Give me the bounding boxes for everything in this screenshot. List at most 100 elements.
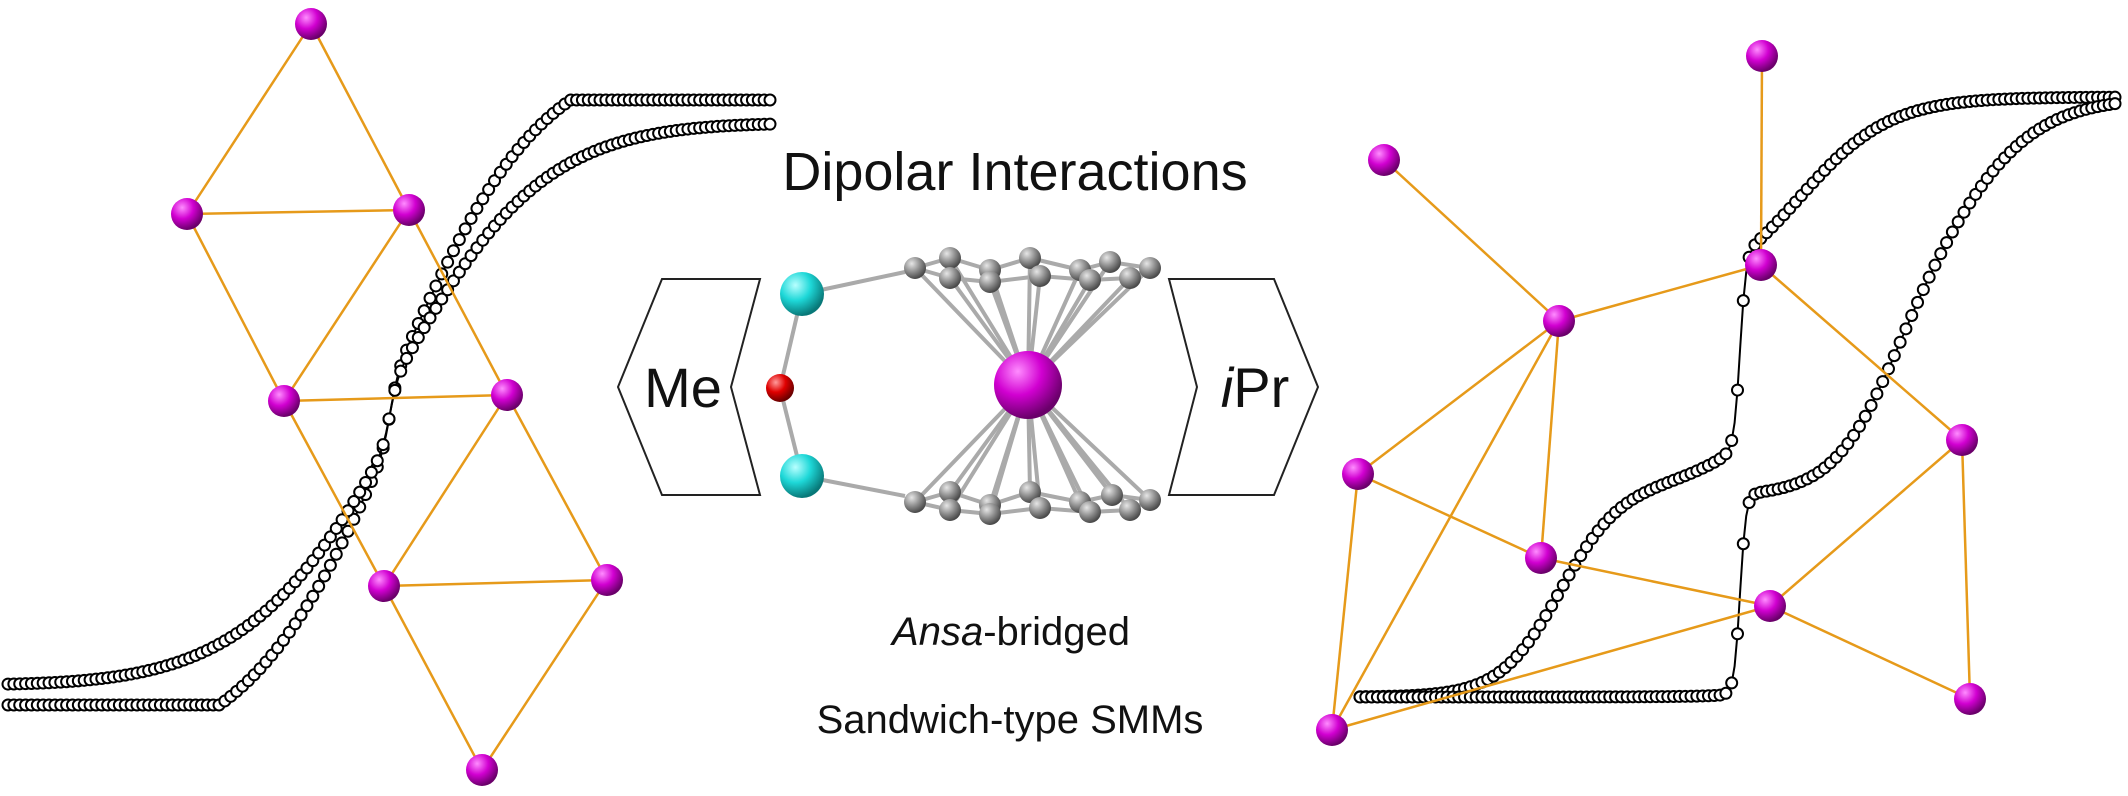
right-dy-atom xyxy=(1543,305,1575,337)
right-dy-atom xyxy=(1954,683,1986,715)
carbon-atom xyxy=(939,267,961,289)
left-bond xyxy=(185,213,286,402)
right-bond xyxy=(1331,604,1771,732)
left-loop-point xyxy=(347,495,361,509)
carbon-atom xyxy=(1139,257,1161,279)
right-loop-point xyxy=(1539,609,1553,623)
carbon-atom xyxy=(1019,247,1041,269)
left-bond xyxy=(505,394,609,581)
right-loop-point xyxy=(1847,428,1861,442)
carbon-atom xyxy=(1099,251,1121,273)
carbon-atom xyxy=(1119,499,1141,521)
left-loop-point xyxy=(323,558,337,572)
left-loop-point xyxy=(318,569,332,583)
right-dy-atom xyxy=(1745,249,1777,281)
right-bond xyxy=(1383,159,1560,322)
right-loop-branch-0 xyxy=(1359,96,2116,698)
right-loop-point xyxy=(1574,549,1588,563)
right-loop-point xyxy=(1736,294,1750,308)
carbon-atom xyxy=(904,491,926,513)
right-bond xyxy=(1760,264,1963,441)
right-loop-point xyxy=(1882,362,1895,376)
right-loop-point xyxy=(1911,295,1925,309)
isopropyl-label: iPr xyxy=(1221,356,1289,419)
left-loop-point xyxy=(763,117,777,131)
right-loop-point xyxy=(1852,419,1866,433)
carbon-atom xyxy=(979,503,1001,525)
right-bond xyxy=(1540,556,1771,608)
left-bond xyxy=(407,209,509,396)
right-bond xyxy=(1539,320,1561,559)
right-bond xyxy=(1330,320,1561,731)
carbon-atom xyxy=(1029,265,1051,287)
left-bond xyxy=(283,393,508,403)
molecule-bonds xyxy=(778,256,1152,516)
right-loop-point xyxy=(1725,434,1739,448)
dy-centre-atom xyxy=(994,351,1062,419)
left-loop-point xyxy=(470,201,484,215)
carbon-atom xyxy=(939,481,961,503)
left-dy-atom xyxy=(368,570,400,602)
right-loop-point xyxy=(1893,335,1907,349)
right-loop-point xyxy=(1905,308,1919,322)
right-dy-atom xyxy=(1316,714,1348,746)
left-dy-atom xyxy=(491,379,523,411)
carbon-atom xyxy=(979,271,1001,293)
left-dy-atom xyxy=(393,194,425,226)
left-loop-point xyxy=(435,292,449,306)
silicon-atom xyxy=(780,272,824,316)
right-loop-point xyxy=(1864,398,1878,412)
dy-network-right xyxy=(1316,40,1986,746)
left-bond xyxy=(480,579,609,771)
carbon-atom xyxy=(1139,489,1161,511)
left-loop-point xyxy=(482,183,496,197)
left-loop-point xyxy=(405,341,419,355)
left-loop-point xyxy=(359,475,373,489)
right-loop-point xyxy=(1876,375,1890,389)
right-bond xyxy=(1759,55,1764,266)
right-dy-atom xyxy=(1946,424,1978,456)
left-loop-point xyxy=(429,279,443,293)
left-loop-point xyxy=(763,93,777,107)
right-loop-point xyxy=(1870,387,1884,401)
left-dy-atom xyxy=(591,564,623,596)
right-bond xyxy=(1558,263,1762,323)
hysteresis-loop-right xyxy=(1353,90,2122,704)
carbon-atom xyxy=(1119,267,1141,289)
left-loop-point xyxy=(476,192,490,206)
right-dy-atom xyxy=(1368,144,1400,176)
right-loop-point xyxy=(1527,627,1541,641)
right-loop-point xyxy=(2108,97,2122,111)
right-loop-point xyxy=(1545,599,1559,613)
methyl-label: Me xyxy=(644,356,722,419)
right-bond xyxy=(1357,320,1560,475)
left-loop-point xyxy=(446,274,460,288)
right-loop-point xyxy=(1858,409,1872,423)
left-bond xyxy=(186,208,410,216)
methyl-chevron: Me xyxy=(616,278,762,496)
left-loop-point xyxy=(376,438,390,452)
left-bond xyxy=(383,578,608,588)
right-loop-point xyxy=(1550,589,1564,603)
left-bond xyxy=(382,394,509,587)
left-loop-point xyxy=(329,547,343,561)
carbon-atom xyxy=(1101,484,1123,506)
left-dy-atom xyxy=(295,8,327,40)
right-dy-atom xyxy=(1754,590,1786,622)
left-loop-point xyxy=(411,331,425,345)
oxygen-atom xyxy=(766,374,794,402)
left-loop-point xyxy=(312,579,326,593)
right-loop-point xyxy=(1533,618,1547,632)
left-loop-point xyxy=(429,301,443,315)
right-loop-point xyxy=(1934,247,1948,261)
right-bond xyxy=(1769,604,1971,701)
left-loop-point xyxy=(446,244,460,258)
right-bond xyxy=(1357,472,1542,560)
carbon-atom xyxy=(1079,501,1101,523)
right-loop-point xyxy=(1887,349,1901,363)
right-loop-point xyxy=(1731,627,1744,641)
right-loop-point xyxy=(1556,578,1570,592)
carbon-atom xyxy=(904,257,926,279)
subtitle-line1: Ansa-bridged xyxy=(890,610,1130,654)
